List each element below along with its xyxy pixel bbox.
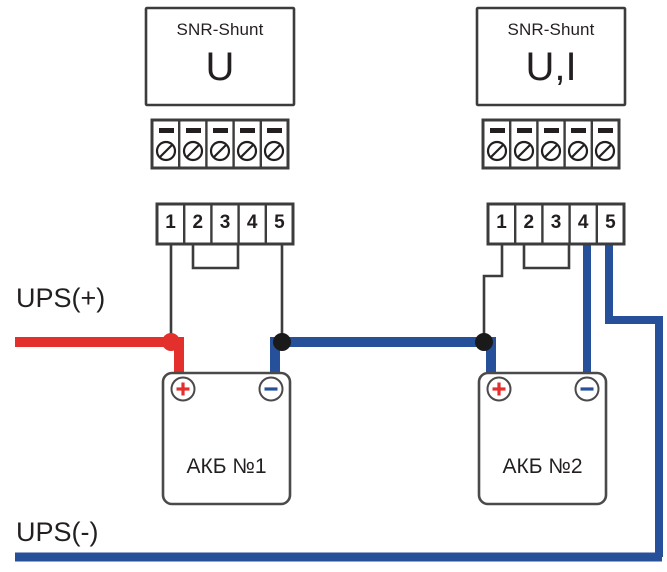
jumper-m1-t2-t3 bbox=[191, 244, 240, 270]
module-2-terminal-5[interactable]: 5 bbox=[605, 212, 616, 233]
module-1-name: SNR-Shunt bbox=[176, 20, 264, 39]
signal-wire-m2-t1 bbox=[482, 244, 504, 342]
module-1-terminal-2[interactable]: 2 bbox=[192, 212, 204, 233]
jumper-m2-t2-t3 bbox=[522, 244, 571, 270]
module-2-name: SNR-Shunt bbox=[507, 20, 595, 39]
ups-positive-label: UPS(+) bbox=[16, 283, 106, 313]
ups-negative-label: UPS(-) bbox=[16, 517, 99, 547]
module-1-terminal-4[interactable]: 4 bbox=[246, 212, 258, 233]
module-1-mode: U bbox=[205, 45, 235, 89]
module-2-terminal-2[interactable]: 2 bbox=[523, 212, 535, 233]
junction-dot-positive bbox=[162, 333, 180, 351]
module-1-screw-strip[interactable] bbox=[150, 118, 290, 170]
module-2-numbered-strip[interactable] bbox=[486, 202, 626, 246]
module-1-terminal-5[interactable]: 5 bbox=[274, 212, 285, 233]
module-2-mode: U,I bbox=[525, 45, 577, 89]
module-1-numbered-strip[interactable] bbox=[155, 202, 295, 246]
module-2-terminal-3[interactable]: 3 bbox=[550, 212, 562, 233]
junction-dot-mid-left bbox=[273, 333, 291, 351]
module-2-terminal-4[interactable]: 4 bbox=[577, 212, 589, 233]
module-1-terminal-1[interactable]: 1 bbox=[165, 212, 176, 233]
battery-2-caption: АКБ №2 bbox=[502, 455, 583, 478]
module-2-body[interactable] bbox=[475, 6, 627, 107]
module-1-body[interactable] bbox=[144, 6, 296, 107]
battery-2-body[interactable] bbox=[477, 371, 608, 506]
wire-ups-positive bbox=[15, 337, 184, 375]
wire-series-link bbox=[270, 337, 496, 375]
module-1-terminal-3[interactable]: 3 bbox=[219, 212, 231, 233]
module-2-terminal-1[interactable]: 1 bbox=[496, 212, 507, 233]
wire-m2-t5-to-ups-negative bbox=[605, 244, 663, 557]
junction-dot-mid-right bbox=[475, 333, 493, 351]
module-2-screw-strip[interactable] bbox=[481, 118, 621, 170]
battery-1-caption: АКБ №1 bbox=[186, 455, 267, 478]
battery-1-body[interactable] bbox=[161, 371, 292, 506]
